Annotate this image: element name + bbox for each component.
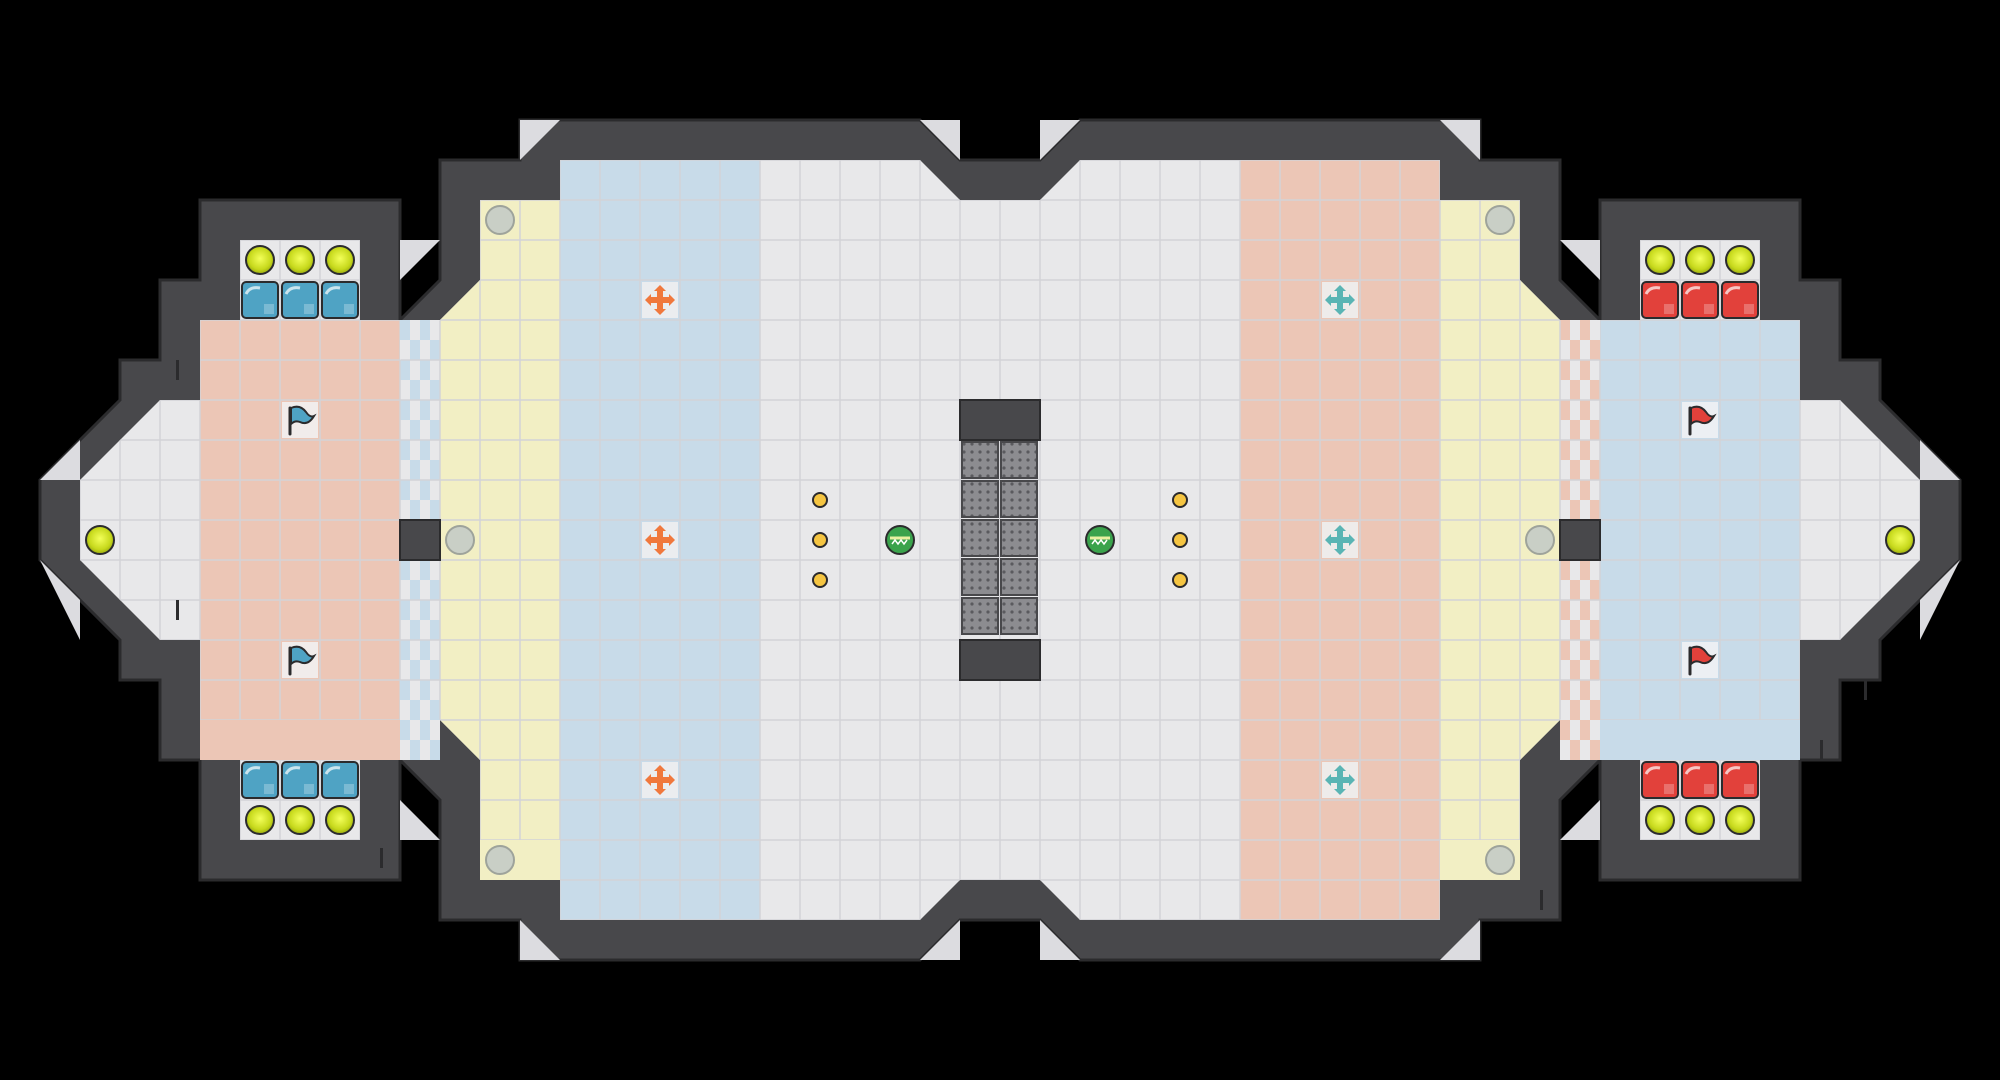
- blue-flag: [282, 642, 318, 678]
- spike-tile: [1000, 597, 1038, 635]
- red-gate: [1641, 281, 1679, 319]
- bomb: [325, 805, 355, 835]
- orange-boost: [642, 522, 678, 558]
- bomb: [1885, 525, 1915, 555]
- wall-notch: [1820, 740, 1823, 760]
- red-gate: [1721, 761, 1759, 799]
- green-ball: [885, 525, 915, 555]
- wall-notch: [176, 360, 179, 380]
- wall-notch: [1540, 890, 1543, 910]
- teal-boost: [1322, 522, 1358, 558]
- spike-tile: [961, 597, 999, 635]
- green-ball: [1085, 525, 1115, 555]
- blue-gate: [321, 761, 359, 799]
- spike-tile: [1000, 519, 1038, 557]
- red-flag: [1682, 402, 1718, 438]
- portal: [1485, 205, 1515, 235]
- bomb: [85, 525, 115, 555]
- center-wall-top: [959, 399, 1041, 441]
- button: [1172, 572, 1188, 588]
- button: [812, 572, 828, 588]
- wall-notch: [1864, 680, 1867, 700]
- bomb: [1725, 805, 1755, 835]
- red-gate: [1721, 281, 1759, 319]
- bomb: [1645, 245, 1675, 275]
- bomb: [285, 245, 315, 275]
- button: [1172, 492, 1188, 508]
- spike-tile: [961, 519, 999, 557]
- left-gate-block: [399, 519, 441, 561]
- button: [812, 532, 828, 548]
- portal: [485, 205, 515, 235]
- blue-flag: [282, 402, 318, 438]
- portal: [445, 525, 475, 555]
- spike-tile: [1000, 480, 1038, 518]
- blue-gate: [281, 761, 319, 799]
- center-wall-bottom: [959, 639, 1041, 681]
- bomb: [325, 245, 355, 275]
- bomb: [245, 245, 275, 275]
- spike-tile: [961, 480, 999, 518]
- bomb: [1685, 805, 1715, 835]
- bomb: [1685, 245, 1715, 275]
- blue-gate: [241, 761, 279, 799]
- bomb: [1645, 805, 1675, 835]
- orange-boost: [642, 282, 678, 318]
- button: [812, 492, 828, 508]
- spike-tile: [961, 441, 999, 479]
- bomb: [285, 805, 315, 835]
- red-flag: [1682, 642, 1718, 678]
- spike-tile: [961, 558, 999, 596]
- wall-trim: [40, 120, 1960, 960]
- wall-notch: [176, 600, 179, 620]
- bomb: [1725, 245, 1755, 275]
- portal: [1525, 525, 1555, 555]
- blue-gate: [321, 281, 359, 319]
- spike-tile: [1000, 558, 1038, 596]
- spike-tile: [1000, 441, 1038, 479]
- orange-boost: [642, 762, 678, 798]
- bomb: [245, 805, 275, 835]
- portal: [1485, 845, 1515, 875]
- button: [1172, 532, 1188, 548]
- red-gate: [1641, 761, 1679, 799]
- right-gate-block: [1559, 519, 1601, 561]
- blue-gate: [281, 281, 319, 319]
- red-gate: [1681, 281, 1719, 319]
- teal-boost: [1322, 762, 1358, 798]
- portal: [485, 845, 515, 875]
- red-gate: [1681, 761, 1719, 799]
- wall-notch: [380, 848, 383, 868]
- teal-boost: [1322, 282, 1358, 318]
- blue-gate: [241, 281, 279, 319]
